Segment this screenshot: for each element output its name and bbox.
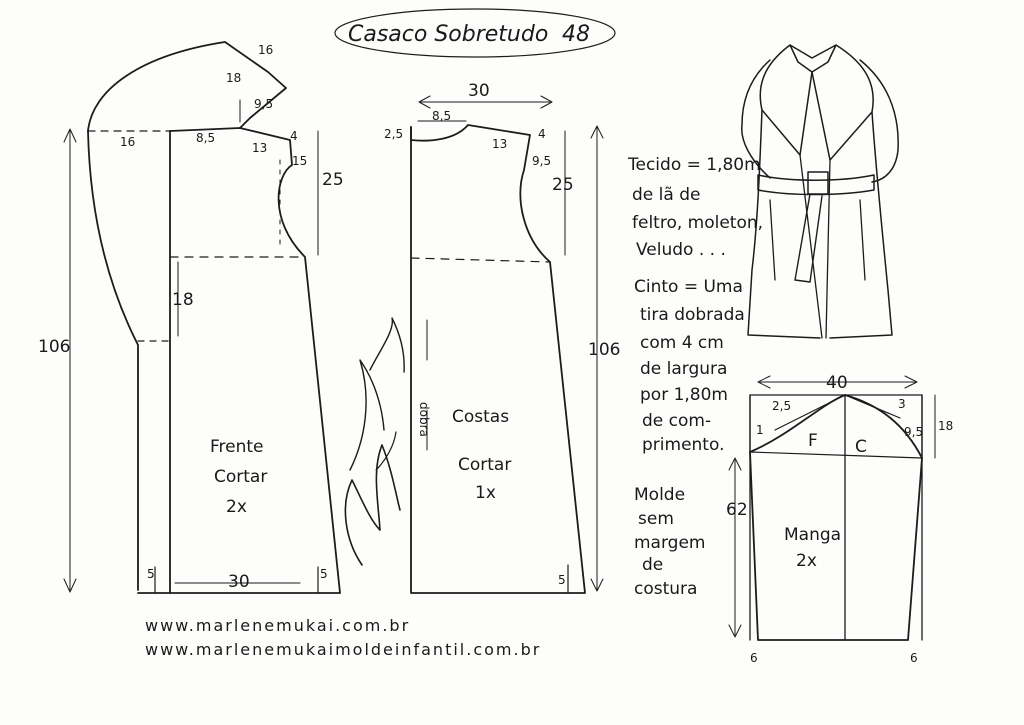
belt-line-5: de com-: [642, 411, 711, 431]
back-shoulder-dim: 13: [492, 137, 507, 151]
coat-illustration: [741, 44, 899, 339]
back-neck-dim: 8,5: [432, 109, 451, 123]
back-piece: [410, 95, 604, 594]
sleeve-cap-left-dim: 2,5: [772, 399, 791, 413]
belt-line-4: por 1,80m: [640, 385, 728, 405]
fabric-line-0: Tecido = 1,80m: [627, 155, 761, 175]
margin-line-1: sem: [638, 509, 674, 529]
sleeve-piece-name: Manga: [784, 525, 841, 545]
sleeve-length-dim: 62: [726, 500, 748, 520]
margin-note: Molde sem margem de costura: [634, 485, 705, 599]
back-cut-line2: 1x: [475, 483, 496, 503]
back-piece-name: Costas: [452, 407, 509, 427]
title-cloud: [334, 8, 616, 58]
front-piece: [63, 41, 341, 594]
sleeve-cuff-right-dim: 6: [910, 651, 918, 665]
belt-note: Cinto = Uma tira dobrada com 4 cm de lar…: [634, 277, 745, 455]
back-length-dim: 106: [588, 340, 620, 360]
front-shoulder-dim: 13: [252, 141, 267, 155]
sleeve-left-rise-dim: 1: [756, 423, 764, 437]
fabric-line-1: de lã de: [632, 185, 700, 205]
margin-line-4: costura: [634, 579, 697, 599]
front-armhole-dim: 15: [292, 154, 307, 168]
back-neck-depth-dim: 2,5: [384, 127, 403, 141]
front-hood-top-dim: 16: [258, 43, 273, 57]
sleeve-piece: [728, 375, 936, 641]
back-cut-line1: Cortar: [458, 455, 511, 475]
front-body-outline: [137, 127, 341, 594]
sleeve-back-mark: C: [855, 437, 867, 457]
sleeve-cap-right-dim: 3: [898, 397, 906, 411]
front-drop-dim: 4: [290, 129, 298, 143]
back-drop-dim: 4: [538, 127, 546, 141]
title: Casaco Sobretudo: [348, 22, 548, 47]
fabric-note: Tecido = 1,80m de lã de feltro, moleton,…: [627, 155, 763, 260]
front-waist-dim: 18: [172, 290, 194, 310]
margin-line-2: margem: [634, 533, 705, 553]
url-line-1: www.marlenemukai.com.br: [145, 616, 410, 635]
fabric-line-3: Veludo . . .: [636, 240, 726, 260]
signature-logo: [344, 317, 405, 566]
size-label: 48: [562, 22, 590, 47]
margin-line-3: de: [642, 555, 663, 575]
back-armhole-guide: [410, 257, 551, 263]
front-hood-diag-dim: 9,5: [254, 97, 273, 111]
fabric-line-2: feltro, moleton,: [632, 213, 763, 233]
front-hem-right-dim: 5: [320, 567, 328, 581]
url-line-2: www.marlenemukaimoldeinfantil.com.br: [145, 640, 541, 659]
front-cut-line2: 2x: [226, 497, 247, 517]
front-cut-line1: Cortar: [214, 467, 267, 487]
back-hem-dim: 5: [558, 573, 566, 587]
back-armhole-dim: 9,5: [532, 154, 551, 168]
sleeve-cut: 2x: [796, 551, 817, 571]
front-bottom-dim: 30: [228, 572, 250, 592]
front-hood-outline: [87, 41, 287, 132]
belt-line-0: Cinto = Uma: [634, 277, 743, 297]
front-armhole-depth-dim: 25: [322, 170, 344, 190]
sleeve-width-dim: 40: [826, 373, 848, 393]
sleeve-front-mark: F: [808, 431, 818, 451]
front-length-dim: 106: [38, 337, 70, 357]
back-width-dim: 30: [468, 81, 490, 101]
sleeve-cuff-left-dim: 6: [750, 651, 758, 665]
belt-line-1: tira dobrada: [640, 305, 745, 325]
back-fold-label: dobra: [417, 402, 431, 437]
sleeve-cap-height-dim: 18: [938, 419, 953, 433]
margin-line-0: Molde: [634, 485, 685, 505]
front-hood-left-edge: [87, 130, 139, 591]
sleeve-outline: [749, 394, 923, 641]
front-hem-left-dim: 5: [147, 567, 155, 581]
back-outline: [410, 124, 586, 594]
belt-line-2: com 4 cm: [640, 333, 724, 353]
front-hood-side-dim: 18: [226, 71, 241, 85]
belt-line-6: primento.: [642, 435, 724, 455]
belt-line-3: de largura: [640, 359, 727, 379]
sleeve-right-drop-dim: 9,5: [904, 425, 923, 439]
front-neck-dim: 8,5: [196, 131, 215, 145]
front-piece-name: Frente: [210, 437, 264, 457]
front-hood-width-dim: 16: [120, 135, 135, 149]
back-armhole-depth-dim: 25: [552, 175, 574, 195]
